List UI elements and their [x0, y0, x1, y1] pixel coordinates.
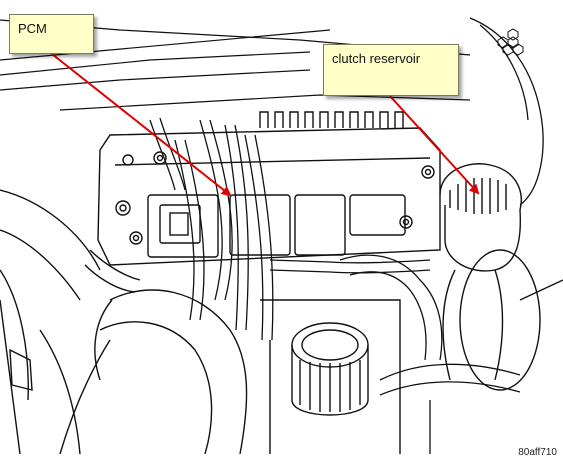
filler-neck	[260, 299, 401, 454]
reservoir-cap-top-right	[469, 17, 544, 206]
pcm-arrow	[51, 53, 232, 197]
clutch-reservoir-callout: clutch reservoir	[323, 44, 459, 96]
air-intake-hose	[0, 189, 248, 454]
clutch-reservoir-arrow	[389, 95, 480, 195]
right-hoses	[339, 254, 563, 454]
wiring-harness	[149, 117, 431, 341]
callout-arrows	[51, 53, 480, 197]
pcm-callout: PCM	[9, 14, 94, 54]
clutch-reservoir-body	[439, 163, 541, 391]
clutch-reservoir-label: clutch reservoir	[332, 51, 421, 66]
pcm-module	[97, 111, 441, 266]
figure-code: 80aff710	[518, 447, 557, 458]
pcm-label: PCM	[18, 21, 47, 36]
